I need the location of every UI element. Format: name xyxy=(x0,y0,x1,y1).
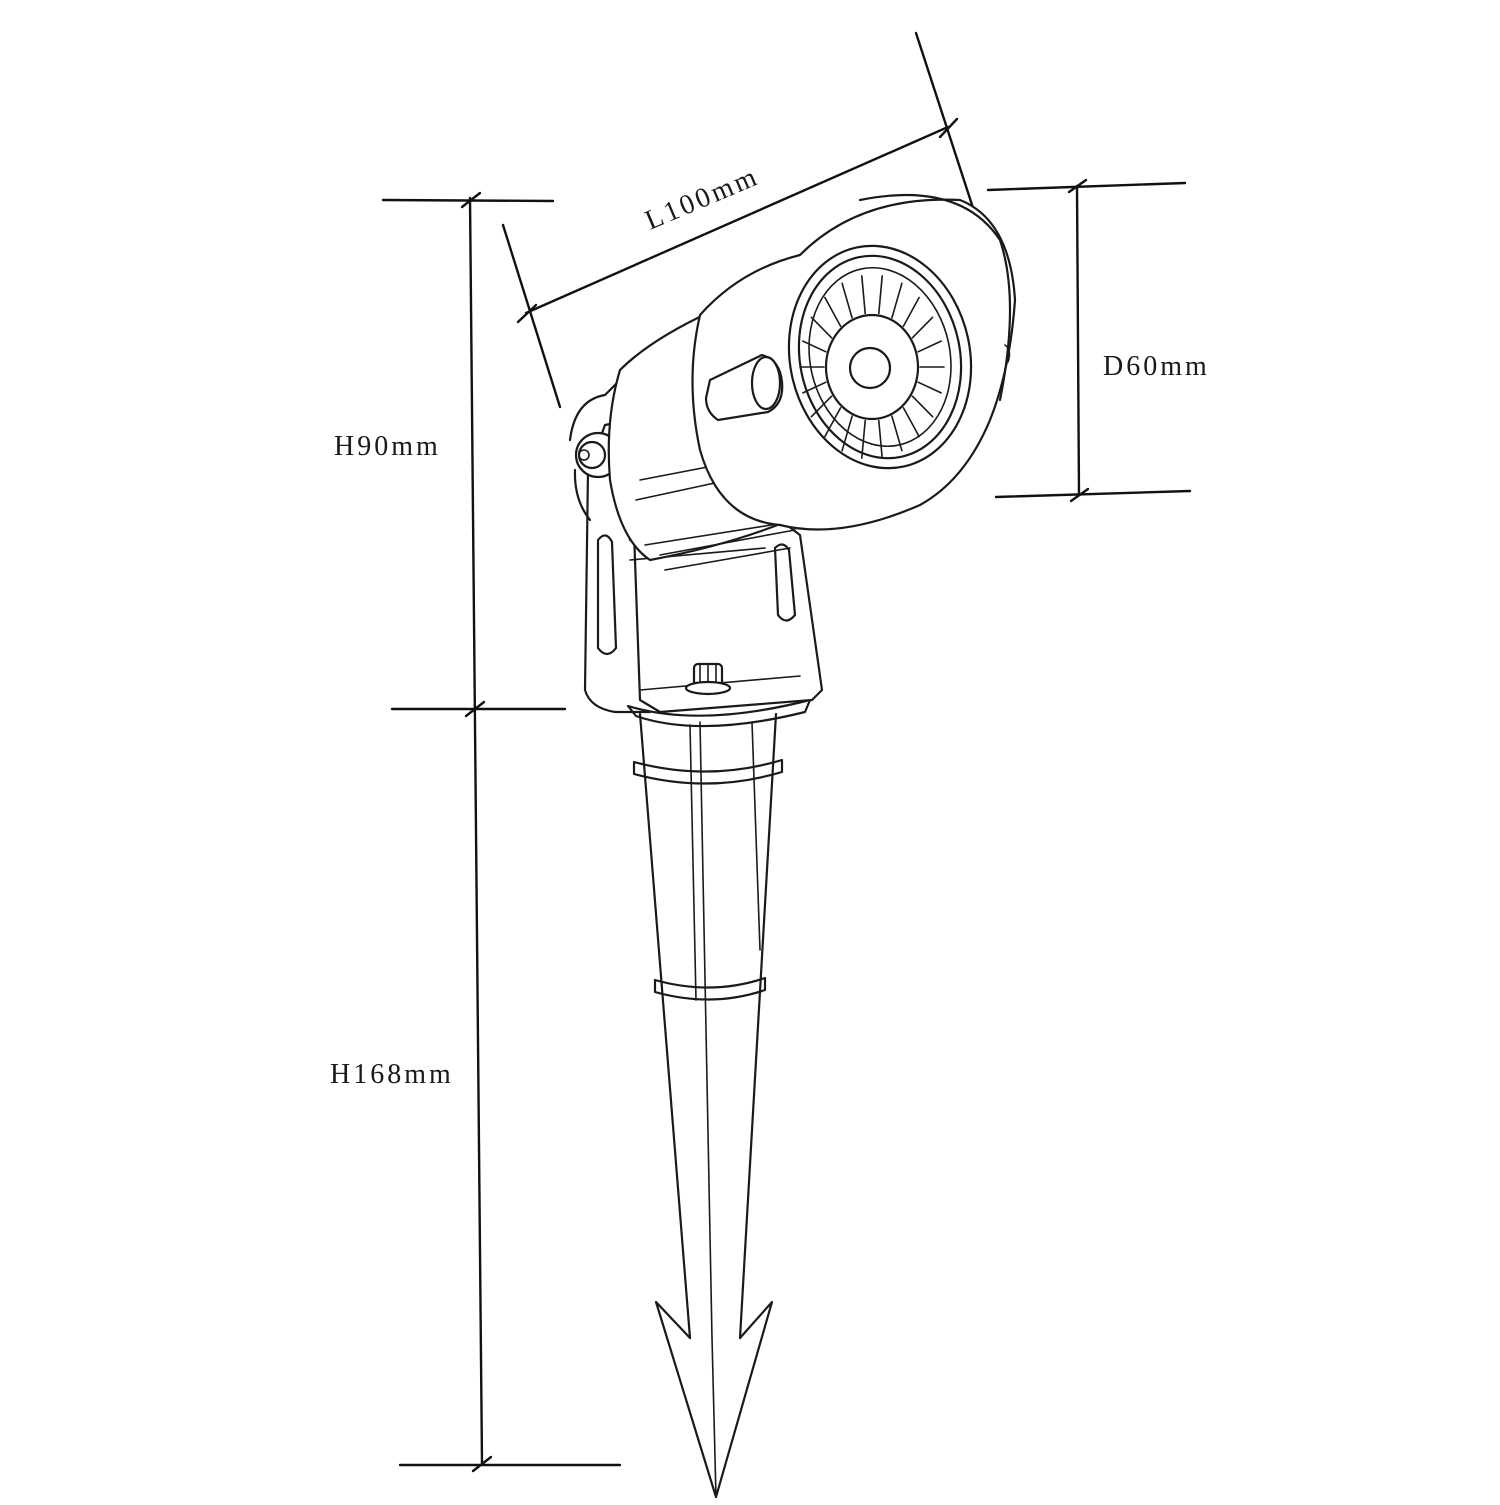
reflector-fin xyxy=(902,406,920,438)
reflector-fin xyxy=(824,406,842,438)
reflector-fin xyxy=(860,275,867,315)
dimension-lines xyxy=(381,31,1192,1473)
reflector-fin xyxy=(841,282,853,319)
length-label: L100mm xyxy=(641,161,764,237)
height-dimension-line xyxy=(468,196,484,1465)
reflector-fin xyxy=(810,395,833,418)
led-center-icon xyxy=(848,346,892,390)
spike-ring-top xyxy=(632,758,784,785)
reflector-fin xyxy=(891,415,903,452)
diameter-label: D60mm xyxy=(1103,351,1210,382)
reflector-fin xyxy=(891,282,903,319)
pivot-bolt-center xyxy=(578,449,590,461)
bracket-slot-right xyxy=(773,543,797,622)
rear-cap-lower xyxy=(573,468,592,522)
tick xyxy=(1069,487,1090,503)
reflector-fin xyxy=(802,381,827,394)
ground-spike xyxy=(626,698,812,1499)
tick xyxy=(516,303,538,324)
reflector-fin xyxy=(877,419,884,459)
reflector-fin xyxy=(841,415,853,452)
reflector-fins xyxy=(799,275,945,459)
side-knob-icon xyxy=(704,353,784,422)
reflector-fin xyxy=(902,296,920,328)
lens-ring xyxy=(808,266,952,448)
spike-body-edges xyxy=(638,712,778,1340)
spike-tip-ridge xyxy=(711,1337,717,1498)
reflector-fin xyxy=(911,316,934,339)
reflector-fin xyxy=(917,381,942,394)
spike-collar xyxy=(626,698,812,728)
spike-ring-middle xyxy=(653,976,767,1001)
reflector-fin xyxy=(810,316,833,339)
bracket-slot-left xyxy=(596,534,618,656)
diameter-dimension-line xyxy=(1075,184,1081,497)
tick xyxy=(938,117,959,139)
tick xyxy=(471,1455,493,1473)
tick xyxy=(1067,178,1088,194)
visor-screw xyxy=(1004,344,1011,363)
tick xyxy=(460,191,482,209)
diameter-extension-top xyxy=(986,181,1187,192)
adjustment-knob-icon xyxy=(684,662,732,696)
diameter-extension-bottom xyxy=(994,489,1192,499)
reflector-fin xyxy=(877,275,884,315)
bracket-left-arm xyxy=(583,468,652,714)
length-dimension-line xyxy=(524,125,950,315)
reflector-fin xyxy=(802,340,827,353)
reflector-fin xyxy=(917,340,942,353)
head-height-label: H90mm xyxy=(334,431,441,462)
length-extension-left xyxy=(501,223,562,409)
reflector-fin xyxy=(911,395,934,418)
lens-bezel-inner xyxy=(797,254,963,460)
length-extension-right xyxy=(914,31,977,216)
reflector-fin xyxy=(824,296,842,328)
top-extension-line xyxy=(381,198,555,203)
spike-fins xyxy=(689,721,761,1339)
lamp-head xyxy=(568,193,1017,562)
tick xyxy=(464,700,486,718)
mounting-bracket xyxy=(583,418,824,714)
spike-height-label: H168mm xyxy=(330,1059,454,1090)
reflector-fin xyxy=(860,419,867,459)
visor xyxy=(858,193,1012,402)
